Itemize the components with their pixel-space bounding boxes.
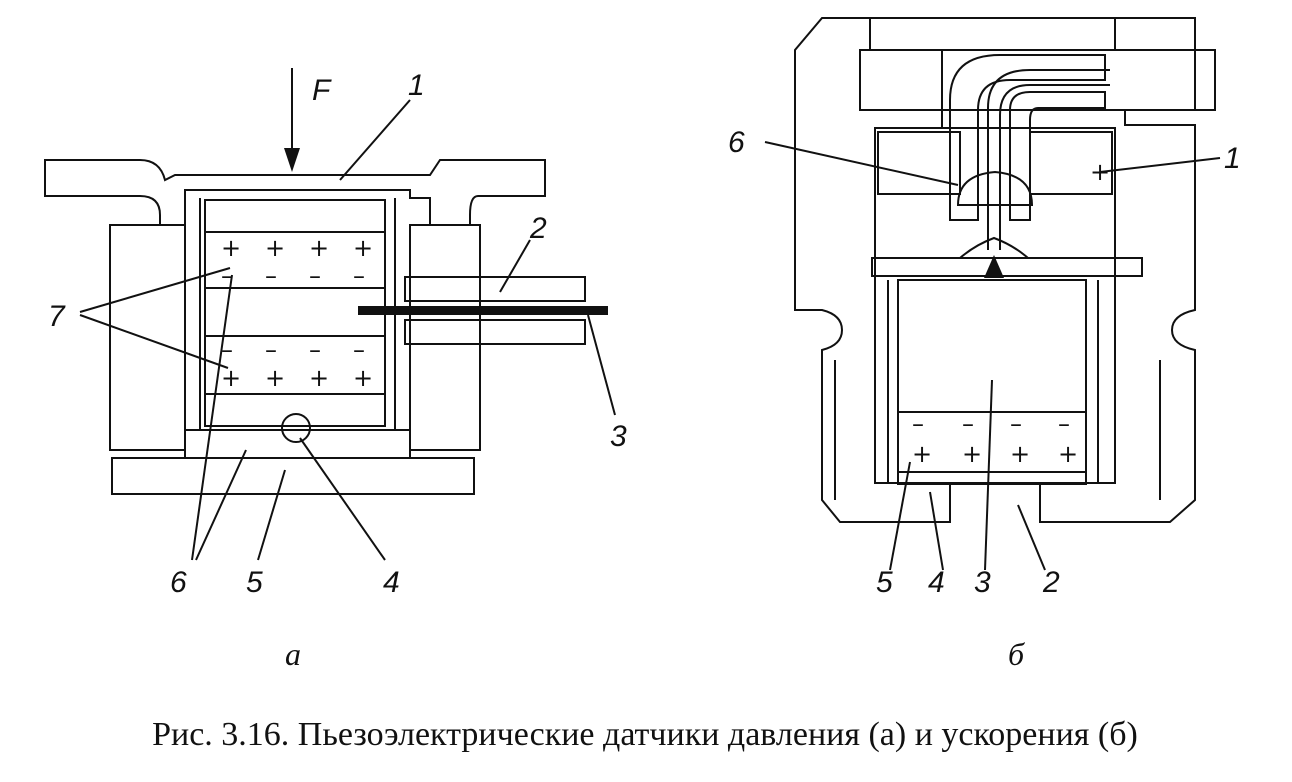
contact-b [984,255,1004,278]
callout-1-a: 1 [408,69,425,102]
housing-b [794,17,1196,523]
plus-sign: + [353,234,373,262]
cavity-b [874,127,1116,484]
ball-a [281,413,311,443]
cable-wire-a [358,306,608,315]
minus-sign: – [353,336,365,364]
minus-sign: – [221,336,233,364]
diagram-b: – – – – + + + + + 6 1 5 4 3 2 б [728,17,1241,672]
leader-lines-a [79,99,616,561]
figure-caption: Рис. 3.16. Пьезоэлектрические датчики да… [152,716,1138,753]
plus-sign: + [912,440,932,468]
callout-7-a: 7 [48,300,66,333]
minus-sign: – [353,262,365,290]
plus-sign: + [353,364,373,392]
sublabel-a: а [285,636,301,672]
bottom-plate-a [204,393,386,427]
signs-upper-a: + + + + – – – – [221,234,373,290]
sublabel-b: б [1008,636,1025,672]
minus-sign: – [309,336,321,364]
callout-6-b: 6 [728,126,745,159]
callout-6-a: 6 [170,566,187,599]
signs-lower-a: – – – – + + + + [221,336,373,392]
force-label: F [312,74,332,107]
plus-sign: + [1010,440,1030,468]
minus-sign: – [309,262,321,290]
callout-5-a: 5 [246,566,263,599]
top-insulation-b [869,17,1116,51]
dome-b [956,170,1034,206]
base-lip-a [184,429,411,459]
minus-sign: – [1010,410,1022,438]
cable-insulation-bottom-a [404,319,586,345]
base-plate-a [111,457,475,495]
callout-2-b: 2 [1042,566,1060,599]
callout-1-b: 1 [1224,142,1241,175]
housing-right-wall-a [409,224,481,451]
plus-sign: + [221,234,241,262]
plus-sign: + [1058,440,1078,468]
minus-sign: – [912,410,924,438]
force-arrowhead-a [284,148,300,172]
housing-top-a [44,159,546,226]
minus-sign: – [265,262,277,290]
clamp-left-b [877,131,961,195]
callout-4-b: 4 [928,566,945,599]
minus-sign: – [265,336,277,364]
cable-insulation-b [949,54,1106,221]
base-insert-b [897,471,1087,485]
plus-sign: + [265,234,285,262]
plus-sign: + [265,364,285,392]
callout-2-a: 2 [529,212,547,245]
cable-insulation-right-b [1009,91,1106,221]
callout-4-a: 4 [383,566,400,599]
plus-sign: + [309,234,329,262]
diagram-a: + + + + – – – – – – – – + + + + [44,68,627,672]
callout-3-a: 3 [610,420,627,453]
leader-lines-b [764,141,1221,571]
callout-5-b: 5 [876,566,893,599]
housing-left-wall-a [109,224,186,451]
callout-3-b: 3 [974,566,991,599]
plus-sign: + [962,440,982,468]
plus-sign: + [309,364,329,392]
minus-sign: – [962,410,974,438]
plate-b [871,257,1143,277]
cable-insulation-top-a [404,276,586,302]
minus-sign: – [1058,410,1070,438]
plus-sign: + [221,364,241,392]
pressure-plate-a [204,199,386,233]
